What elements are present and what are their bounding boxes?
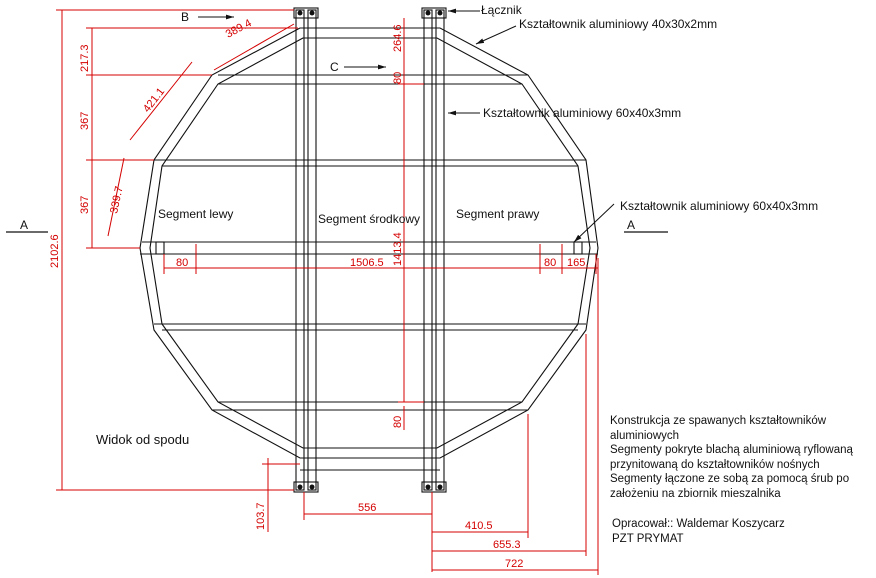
profile-60x40-label-right: Kształtownik aluminiowy 60x40x3mm	[620, 199, 818, 213]
dim-410-5: 410.5	[465, 520, 493, 532]
dim-264-6: 264.6	[392, 24, 404, 52]
author-block: Opracował:: Waldemar Koszycarz PZT PRYMA…	[612, 517, 785, 547]
dim-2102-6: 2102.6	[49, 234, 61, 268]
dim-103-7: 103.7	[255, 502, 267, 530]
dim-80-left: 80	[176, 257, 188, 269]
dim-421-1: 421.1	[141, 86, 167, 115]
dim-367-a: 367	[79, 112, 91, 130]
author-name: Opracował:: Waldemar Koszycarz	[612, 518, 785, 530]
dim-80-top: 80	[392, 72, 404, 84]
dim-1413-4: 1413.4	[392, 232, 404, 266]
marker-c: C	[330, 60, 339, 74]
section-a-right: A	[627, 218, 635, 232]
note-line: Konstrukcja ze spawanych kształtowników	[610, 415, 827, 427]
note-line: założeniu na zbiornik mieszalnika	[610, 487, 781, 500]
view-title: Widok od spodu	[96, 432, 189, 447]
leader-arrows	[198, 8, 615, 243]
note-line: Segmenty łączone ze sobą za pomocą śrub …	[610, 473, 850, 485]
dim-339-7: 339.7	[108, 185, 125, 214]
dim-367-b: 367	[79, 196, 91, 214]
dim-655-3: 655.3	[493, 539, 521, 551]
lacznik-label: Łącznik	[481, 3, 523, 17]
author-company: PZT PRYMAT	[612, 533, 684, 545]
note-line: aluminiowych	[610, 429, 680, 442]
dimension-lines	[56, 9, 599, 575]
frame-structure	[139, 7, 599, 493]
dim-389-4: 389.4	[224, 17, 254, 41]
dim-722: 722	[505, 558, 523, 570]
segment-right-label: Segment prawy	[456, 207, 539, 221]
profile-60x40-label-top: Kształtownik aluminiowy 60x40x3mm	[483, 106, 681, 120]
dim-80-right: 80	[544, 257, 556, 269]
section-a-left: A	[20, 218, 28, 232]
note-line: przynitowaną do kształtowników nośnych	[610, 458, 820, 471]
marker-b: B	[181, 10, 189, 24]
note-line: Segmenty pokryte blachą aluminiową ryflo…	[610, 444, 853, 456]
dim-217-3: 217.3	[79, 44, 91, 72]
dim-80-bottom: 80	[392, 416, 404, 428]
segment-middle-label: Segment środkowy	[318, 212, 420, 226]
dim-165: 165.	[567, 257, 588, 269]
segment-left-label: Segment lewy	[158, 207, 233, 221]
construction-notes: Konstrukcja ze spawanych kształtowników …	[610, 414, 872, 501]
dim-1506-5: 1506.5	[350, 257, 384, 269]
dim-556: 556	[358, 502, 376, 514]
profile-40x30-label: Kształtownik aluminiowy 40x30x2mm	[519, 17, 717, 31]
